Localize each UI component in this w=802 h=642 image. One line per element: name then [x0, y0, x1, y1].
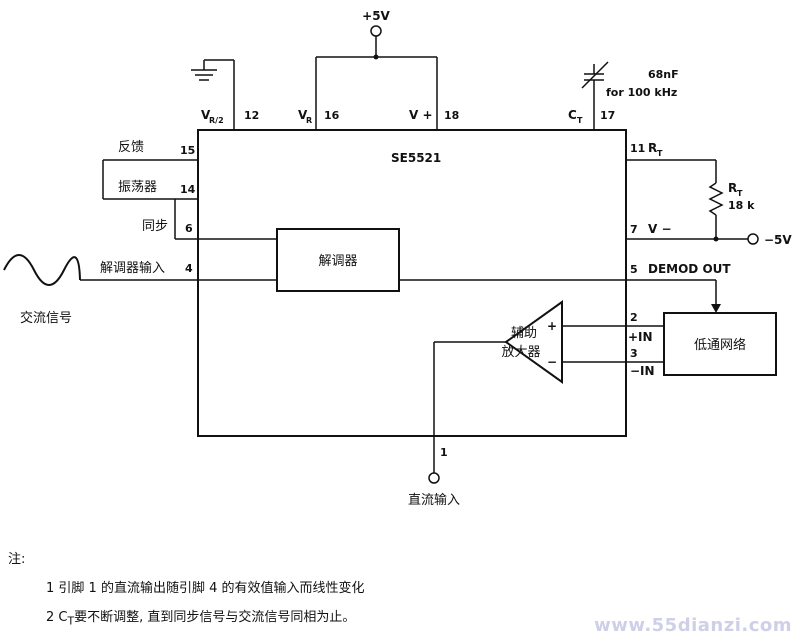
pin-5-label: 5: [630, 263, 638, 276]
amp-plus-sign: +: [547, 319, 557, 333]
junction-dot: [713, 236, 719, 242]
note-2: 2 CT要不断调整, 直到同步信号与交流信号同相为止。: [46, 610, 356, 628]
notes-section: 注: 1 引脚 1 的直流输出随引脚 4 的有效值输入而线性变化 2 CT要不断…: [8, 548, 364, 638]
pin-vr-sub: R: [306, 116, 312, 125]
pin-rt-label: R: [648, 141, 657, 155]
demodulator-label: 解调器: [318, 254, 357, 269]
pin-vminus-label: V −: [648, 222, 672, 236]
notes-title: 注:: [8, 552, 26, 567]
pin-vplus-label: V +: [409, 108, 433, 122]
resistor-zigzag-icon: [708, 182, 724, 216]
pin-3-label: 3: [630, 347, 638, 360]
neg-supply-label: −5V: [764, 233, 792, 247]
demod-input-label: 解调器输入: [100, 260, 165, 276]
pin-6-label: 6: [185, 222, 193, 235]
lowpass-network-block: [663, 312, 777, 376]
aux-amp-label-2: 放大器: [501, 345, 540, 360]
pin-rt-sub: T: [657, 149, 663, 158]
positive-supply: [315, 25, 438, 130]
pin-vr-label: V: [298, 108, 308, 122]
resistor-rt: [626, 159, 759, 245]
demod-out-label: DEMOD OUT: [648, 262, 731, 276]
dc-input-label: 直流输入: [408, 492, 460, 508]
note-1: 1 引脚 1 的直流输出随引脚 4 的有效值输入而线性变化: [46, 581, 365, 596]
plus-in-label: +IN: [628, 330, 653, 344]
pin-vr2-sub: R/2: [209, 116, 224, 125]
pin-11-label: 11: [630, 142, 645, 155]
pin-4-label: 4: [185, 262, 193, 275]
sine-wave-icon: [3, 254, 81, 286]
pin-1-label: 1: [440, 446, 448, 459]
pin-ct-sub: T: [577, 116, 583, 125]
pin-15-label: 15: [180, 144, 195, 157]
sync-label: 同步: [142, 219, 168, 234]
junction-dot: [373, 54, 379, 60]
pin-ct-label: C: [568, 108, 577, 122]
terminal-icon: [428, 472, 440, 484]
pin-vr2-label: V: [201, 108, 211, 122]
ac-signal-label: 交流信号: [20, 310, 72, 326]
feedback-loop-wiring: [102, 159, 277, 240]
terminal-icon: [370, 25, 382, 37]
pos-supply-label: +5V: [362, 9, 390, 23]
lowpass-label: 低通网络: [694, 337, 746, 353]
pin-14-label: 14: [180, 183, 196, 196]
chip-body: [197, 129, 627, 437]
pin-7-label: 7: [630, 223, 638, 236]
resistor-sub: T: [737, 189, 743, 198]
resistor-name: R: [728, 181, 737, 195]
pin-16-label: 16: [324, 109, 340, 122]
pin-18-label: 18: [444, 109, 459, 122]
minus-in-label: −IN: [630, 364, 655, 378]
watermark: www.55dianzi.com: [594, 615, 792, 636]
oscillator-label: 振荡器: [118, 180, 157, 195]
arrow-down-icon: [711, 304, 721, 313]
pin-2-label: 2: [630, 311, 638, 324]
pin-12-label: 12: [244, 109, 259, 122]
capacitor-ct: [581, 61, 609, 130]
chip-name: SE5521: [391, 151, 441, 165]
aux-amplifier-icon: [504, 300, 563, 384]
amp-minus-sign: −: [547, 355, 557, 369]
resistor-value: 18 k: [728, 199, 755, 212]
cap-freq-label: for 100 kHz: [606, 86, 677, 99]
cap-value-label: 68nF: [648, 68, 679, 81]
ground-icon: [191, 59, 235, 130]
aux-amp-label-1: 辅助: [511, 326, 537, 341]
variable-arrow-icon: [581, 61, 609, 89]
feedback-label: 反馈: [118, 140, 144, 155]
demodulator-block: [276, 228, 400, 292]
pin-17-label: 17: [600, 109, 615, 122]
terminal-icon: [747, 233, 759, 245]
